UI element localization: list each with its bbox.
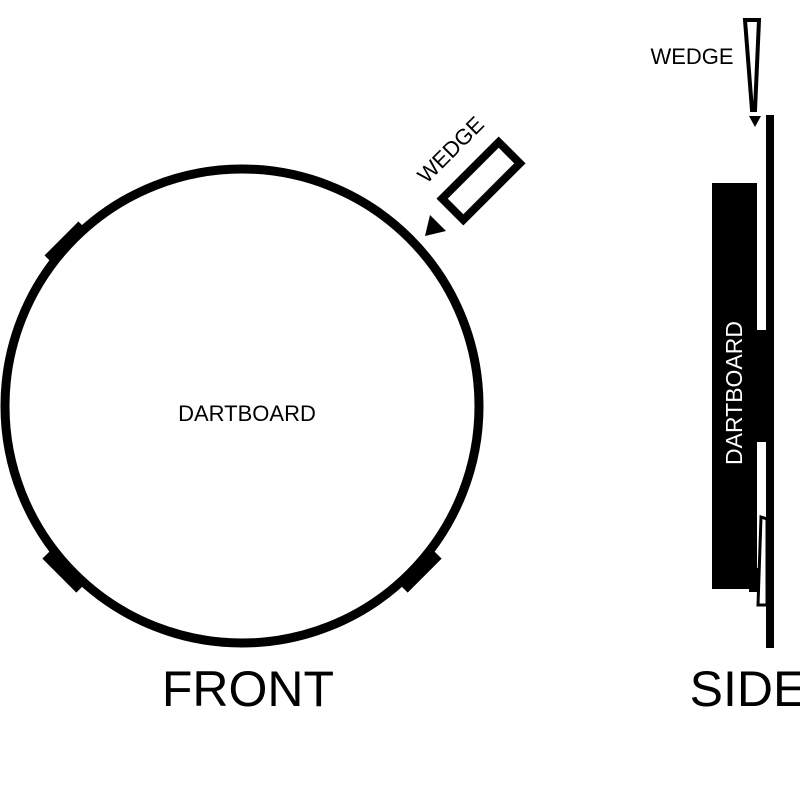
front-view-label: FRONT [162, 661, 334, 717]
side-inserted-wedge [756, 514, 769, 607]
front-wedge [436, 136, 526, 226]
side-wall [766, 115, 774, 648]
side-wedge [742, 18, 762, 112]
front-bracket-lower-right [398, 549, 442, 593]
front-dartboard-circle [0, 164, 484, 648]
side-view: DARTBOARD WEDGE SIDE [650, 18, 800, 717]
side-wedge-arrow-icon [749, 116, 761, 127]
front-dartboard-label: DARTBOARD [178, 401, 316, 426]
front-bracket-lower-left [42, 549, 86, 593]
front-wedge-arrow-icon [425, 215, 446, 236]
front-bracket-upper-left [44, 221, 88, 265]
side-view-label: SIDE [690, 661, 800, 717]
side-bracket-upper [757, 330, 767, 442]
side-dartboard-label: DARTBOARD [721, 321, 747, 465]
side-wedge-label: WEDGE [650, 44, 733, 69]
side-dartboard [712, 183, 757, 589]
front-view: DARTBOARD WEDGE FRONT [0, 111, 526, 717]
